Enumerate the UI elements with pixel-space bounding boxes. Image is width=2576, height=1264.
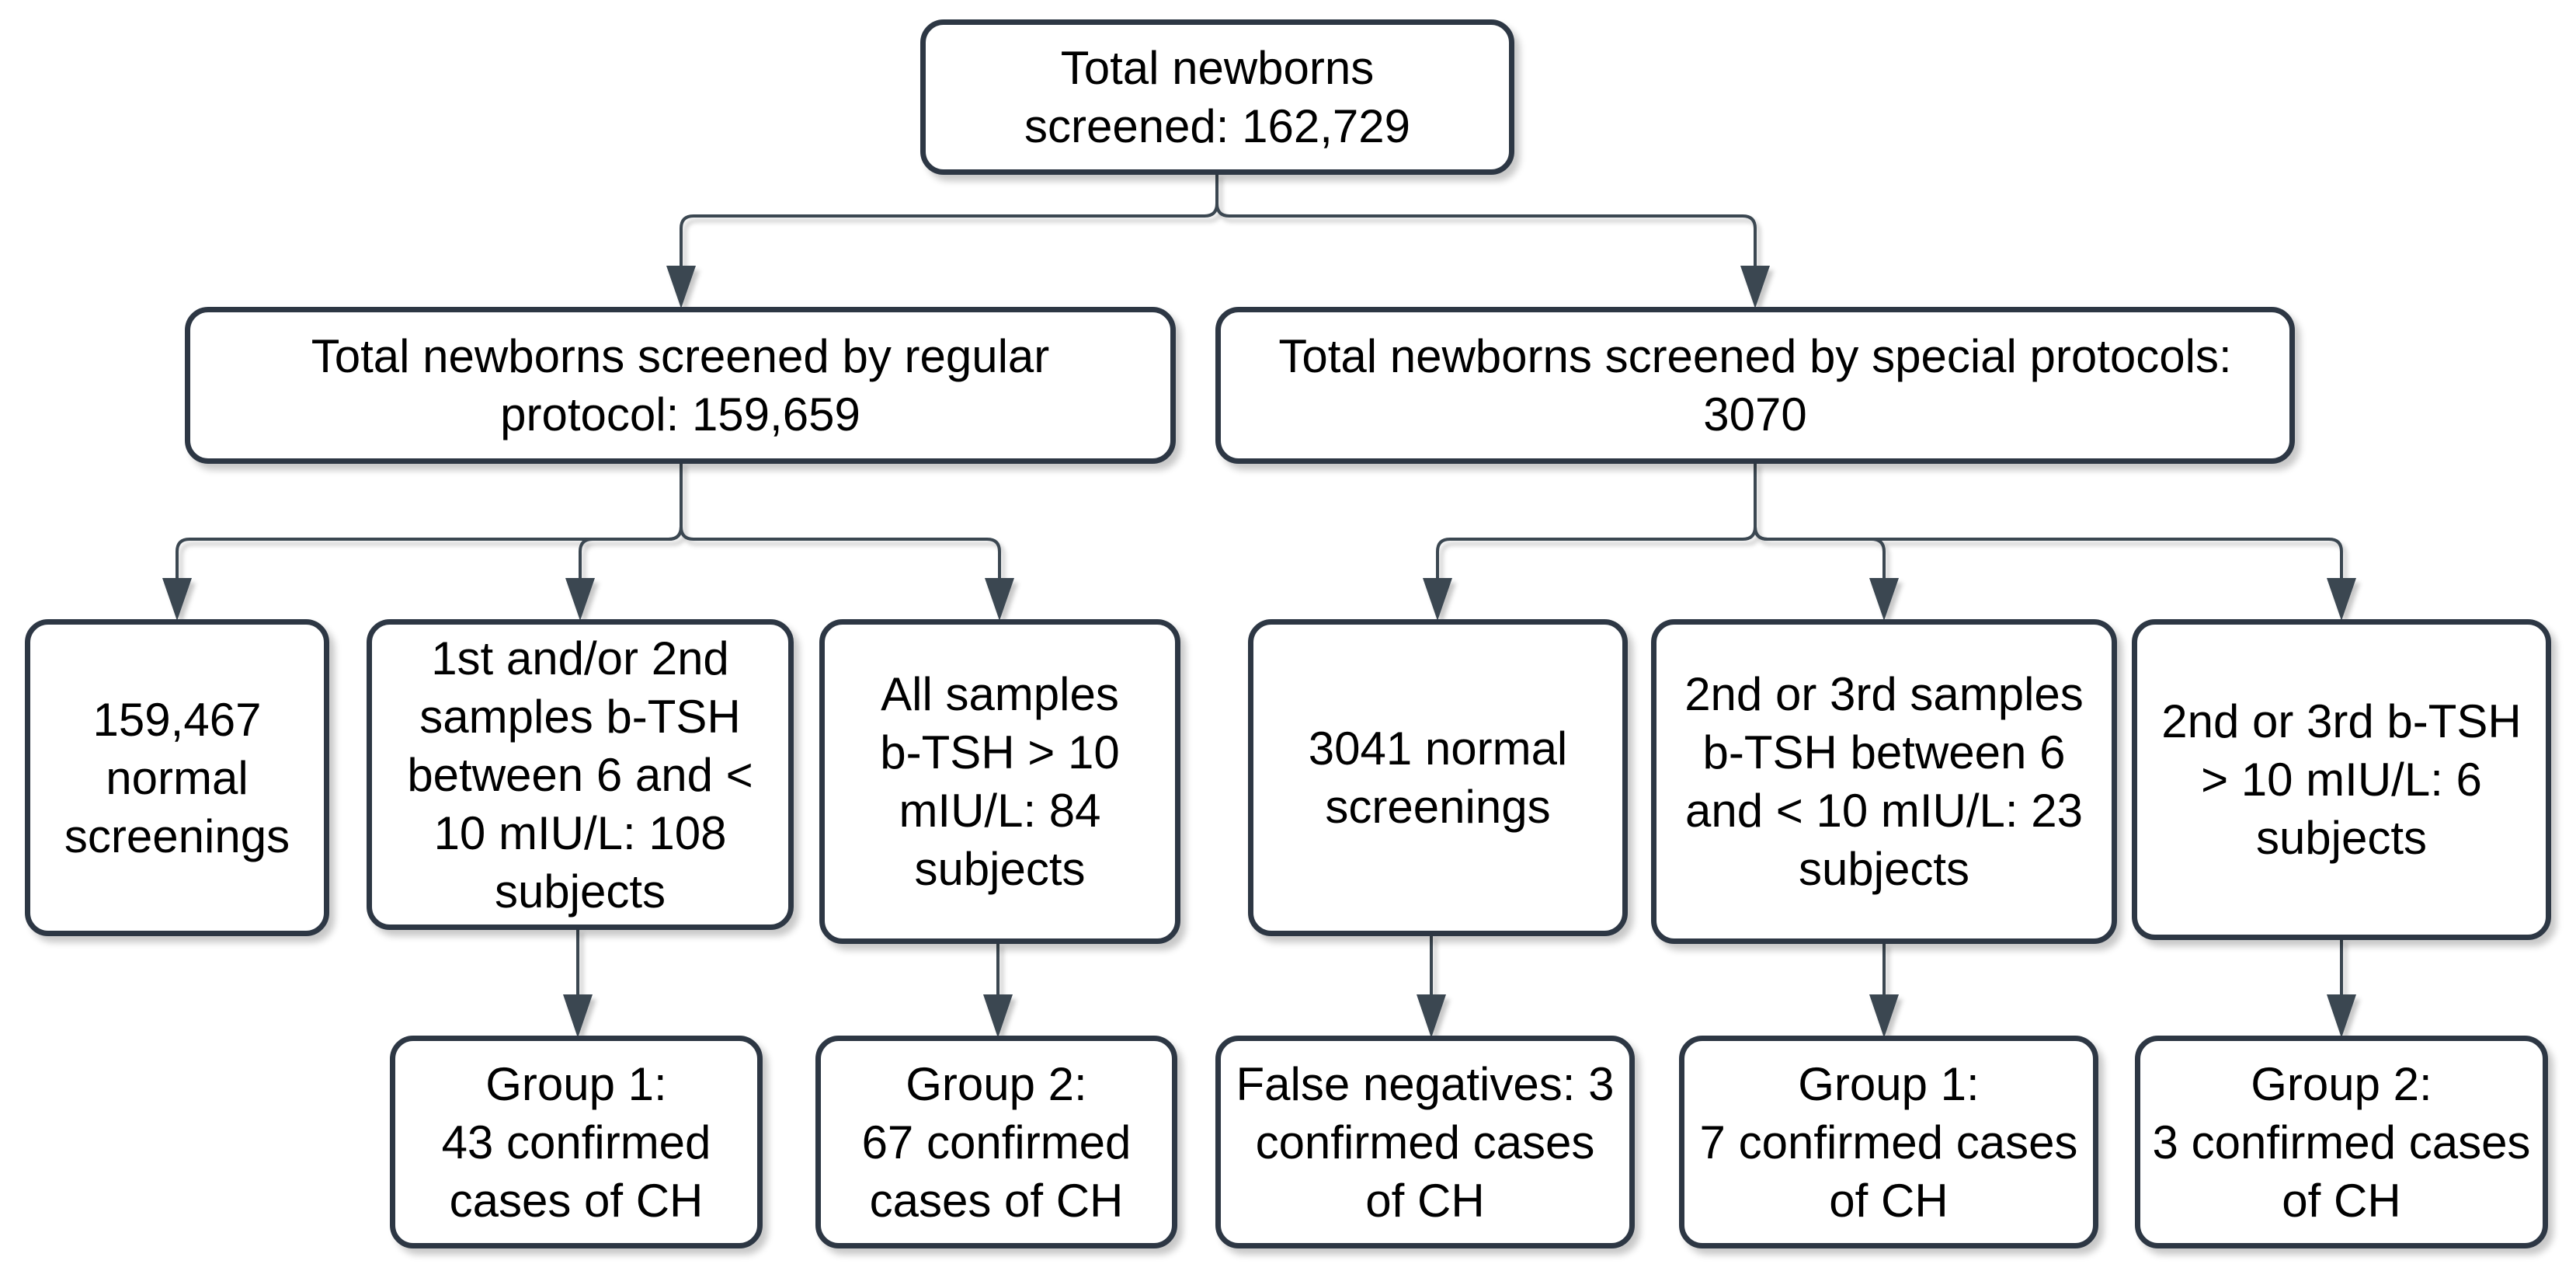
arrowhead-special bbox=[1740, 266, 1770, 308]
node-group2-special: Group 2: 3 confirmed cases of CH bbox=[2135, 1036, 2548, 1248]
arrowhead-special-high bbox=[2327, 578, 2356, 621]
connector-special-borderline bbox=[1754, 461, 1886, 584]
arrowhead-regular-borderline bbox=[565, 578, 595, 621]
arrowhead-regular-high bbox=[985, 578, 1014, 621]
connector-special-normal bbox=[1436, 461, 1757, 584]
node-regular-borderline-label: 1st and/or 2nd samples b-TSH between 6 a… bbox=[407, 632, 753, 918]
arrowhead-group1-special bbox=[1869, 994, 1899, 1038]
connector-total-regular bbox=[680, 172, 1218, 272]
node-regular-borderline: 1st and/or 2nd samples b-TSH between 6 a… bbox=[367, 619, 794, 930]
connector-regular-borderline bbox=[579, 461, 683, 584]
node-group2-regular: Group 2: 67 confirmed cases of CH bbox=[815, 1036, 1177, 1248]
connector-regular-high bbox=[680, 461, 1001, 584]
node-group1-special-label: Group 1: 7 confirmed cases of CH bbox=[1699, 1057, 2078, 1227]
node-special-protocol-label: Total newborns screened by special proto… bbox=[1278, 330, 2232, 440]
node-special-normal-label: 3041 normal screenings bbox=[1308, 723, 1568, 833]
node-regular-protocol: Total newborns screened by regular proto… bbox=[185, 307, 1176, 464]
node-group1-special: Group 1: 7 confirmed cases of CH bbox=[1679, 1036, 2098, 1248]
node-special-normal: 3041 normal screenings bbox=[1248, 619, 1628, 936]
node-special-borderline-label: 2nd or 3rd samples b-TSH between 6 and <… bbox=[1684, 668, 2084, 895]
connector-special-high bbox=[1754, 461, 2343, 584]
node-group2-regular-label: Group 2: 67 confirmed cases of CH bbox=[861, 1057, 1132, 1227]
connector-regular-normal bbox=[176, 461, 683, 584]
node-special-borderline: 2nd or 3rd samples b-TSH between 6 and <… bbox=[1651, 619, 2117, 944]
node-group1-regular: Group 1: 43 confirmed cases of CH bbox=[390, 1036, 763, 1248]
arrowhead-special-borderline bbox=[1869, 578, 1899, 621]
node-false-negatives: False negatives: 3 confirmed cases of CH bbox=[1215, 1036, 1635, 1248]
node-regular-high-label: All samples b-TSH > 10 mIU/L: 84 subject… bbox=[880, 668, 1120, 895]
arrowhead-group2-regular bbox=[983, 994, 1013, 1038]
node-special-protocol: Total newborns screened by special proto… bbox=[1215, 307, 2295, 464]
node-regular-high: All samples b-TSH > 10 mIU/L: 84 subject… bbox=[819, 619, 1180, 944]
node-regular-protocol-label: Total newborns screened by regular proto… bbox=[311, 330, 1050, 440]
node-group1-regular-label: Group 1: 43 confirmed cases of CH bbox=[441, 1057, 711, 1227]
connector-total-special bbox=[1215, 172, 1757, 272]
node-special-high-label: 2nd or 3rd b-TSH > 10 mIU/L: 6 subjects bbox=[2161, 695, 2522, 864]
arrowhead-group2-special bbox=[2327, 994, 2356, 1038]
node-total-screened: Total newborns screened: 162,729 bbox=[920, 19, 1514, 175]
node-special-high: 2nd or 3rd b-TSH > 10 mIU/L: 6 subjects bbox=[2132, 619, 2551, 940]
arrowhead-regular bbox=[666, 266, 696, 308]
node-regular-normal-label: 159,467 normal screenings bbox=[64, 693, 290, 862]
arrowhead-regular-normal bbox=[162, 578, 192, 621]
arrowhead-special-normal bbox=[1423, 578, 1452, 621]
node-false-negatives-label: False negatives: 3 confirmed cases of CH bbox=[1236, 1057, 1615, 1227]
node-regular-normal: 159,467 normal screenings bbox=[25, 619, 329, 936]
node-group2-special-label: Group 2: 3 confirmed cases of CH bbox=[2152, 1057, 2531, 1227]
node-total-screened-label: Total newborns screened: 162,729 bbox=[1024, 42, 1411, 152]
arrowhead-group1-regular bbox=[563, 994, 593, 1038]
arrowhead-false-negatives bbox=[1417, 994, 1446, 1038]
